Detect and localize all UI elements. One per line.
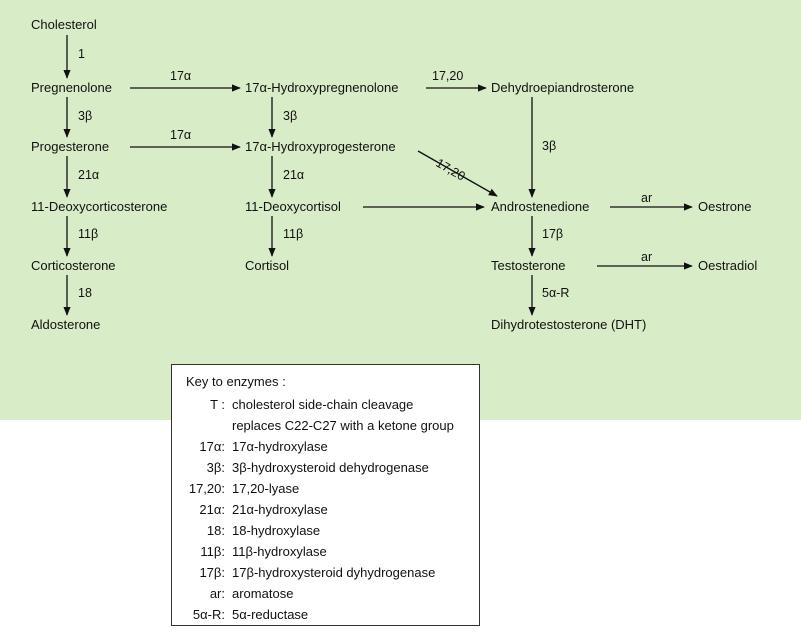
enzyme-label-ar: ar [641, 250, 653, 264]
key-title: Key to enzymes : [186, 374, 286, 389]
key-desc: 11β-hydroxylase [232, 544, 327, 559]
key-desc: cholesterol side-chain cleavage [232, 397, 414, 412]
enzyme-label-3b: 3β [78, 109, 93, 123]
key-abbr: 21α: [199, 502, 225, 517]
key-abbr: T : [210, 397, 225, 412]
enzyme-label-3b: 3β [542, 139, 557, 153]
node-deoxycortisol: 11-Deoxycortisol [245, 199, 341, 214]
enzyme-key: Key to enzymes : T : cholesterol side-ch… [171, 364, 480, 626]
key-row: 17α: 17α-hydroxylase [172, 439, 479, 455]
enzyme-label-17a: 17α [170, 69, 192, 83]
node-dht: Dihydrotestosterone (DHT) [491, 317, 647, 332]
key-desc: 17,20-lyase [232, 481, 300, 496]
key-desc: 17α-hydroxylase [232, 439, 328, 454]
key-desc: aromatose [232, 586, 294, 601]
node-corticosterone: Corticosterone [31, 258, 116, 273]
key-abbr: 17α: [199, 439, 225, 454]
enzyme-label-1: 1 [78, 47, 85, 61]
key-abbr: 17β: [199, 565, 225, 580]
node-hydroxypregnenolone: 17α-Hydroxypregnenolone [245, 80, 399, 95]
node-testosterone: Testosterone [491, 258, 566, 273]
arrow-hydroxyprogesterone-androstenedione [417, 150, 498, 197]
node-progesterone: Progesterone [31, 139, 110, 154]
key-abbr: ar: [209, 586, 225, 601]
key-row: ar: aromatose [172, 586, 479, 602]
enzyme-label-5a-r: 5α-R [542, 286, 570, 300]
enzyme-label-21a: 21α [78, 168, 100, 182]
key-abbr: 3β: [206, 460, 225, 475]
node-dhea: Dehydroepiandrosterone [491, 80, 635, 95]
key-row: T : cholesterol side-chain cleavage [172, 397, 479, 413]
diagram-background [0, 0, 801, 420]
node-pregnenolone: Pregnenolone [31, 80, 112, 95]
key-row: replaces C22-C27 with a ketone group [172, 418, 479, 434]
key-desc: replaces C22-C27 with a ketone group [232, 418, 454, 433]
enzyme-label-17-20: 17,20 [432, 69, 464, 83]
key-row: 17β: 17β-hydroxysteroid dyhydrogenase [172, 565, 479, 581]
node-cholesterol: Cholesterol [31, 17, 97, 32]
node-deoxycorticosterone: 11-Deoxycorticosterone [31, 199, 168, 214]
key-desc: 5α-reductase [232, 607, 309, 622]
key-row: 17,20: 17,20-lyase [172, 481, 479, 497]
key-desc: 21α-hydroxylase [232, 502, 328, 517]
enzyme-label-ar: ar [641, 191, 653, 205]
node-aldosterone: Aldosterone [31, 317, 101, 332]
key-row: 11β: 11β-hydroxylase [172, 544, 479, 560]
key-desc: 17β-hydroxysteroid dyhydrogenase [232, 565, 436, 580]
key-desc: 3β-hydroxysteroid dehydrogenase [232, 460, 429, 475]
key-abbr: 17,20: [188, 481, 225, 496]
node-cortisol: Cortisol [245, 258, 290, 273]
key-desc: 18-hydroxylase [232, 523, 321, 538]
key-abbr: 11β: [200, 544, 225, 559]
enzyme-label-17a: 17α [170, 128, 192, 142]
enzyme-label-3b: 3β [283, 109, 298, 123]
node-oestrone: Oestrone [698, 199, 752, 214]
enzyme-label-18: 18 [78, 286, 92, 300]
node-oestradiol: Oestradiol [698, 258, 758, 273]
key-row: 21α: 21α-hydroxylase [172, 502, 479, 518]
key-abbr: 18: [206, 523, 225, 538]
key-row: 5α-R: 5α-reductase [172, 607, 479, 623]
node-hydroxyprogesterone: 17α-Hydroxyprogesterone [245, 139, 396, 154]
node-androstenedione: Androstenedione [491, 199, 590, 214]
enzyme-label-11b: 11β [283, 227, 304, 241]
enzyme-label-21a: 21α [283, 168, 305, 182]
enzyme-label-11b: 11β [78, 227, 99, 241]
key-row: 3β: 3β-hydroxysteroid dehydrogenase [172, 460, 479, 476]
enzyme-label-17b: 17β [542, 227, 564, 241]
key-row: 18: 18-hydroxylase [172, 523, 479, 539]
key-abbr: 5α-R: [192, 607, 225, 622]
